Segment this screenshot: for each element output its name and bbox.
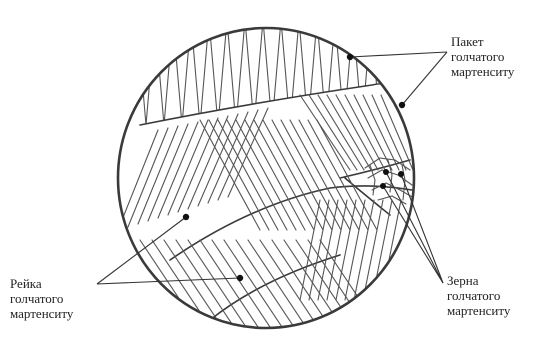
- packet-hatch-line: [272, 20, 281, 125]
- lath-line: [208, 112, 248, 203]
- lath-line: [263, 120, 323, 230]
- packet-hatch-line: [164, 20, 173, 125]
- packet-hatch-line: [407, 20, 416, 125]
- packet-hatch-line: [398, 20, 407, 125]
- label-lath-line-3: мартенситу: [10, 306, 73, 321]
- lath-line: [327, 200, 347, 300]
- lath-line: [236, 120, 296, 230]
- lath-line: [164, 240, 224, 330]
- lath-line: [284, 240, 344, 330]
- lath-line: [318, 200, 338, 300]
- packet-hatch-line: [344, 20, 353, 125]
- marker-packet-2: [399, 102, 405, 108]
- label-martensite-grains: Зерна голчатого мартенситу: [447, 273, 510, 318]
- lath-line: [272, 120, 332, 230]
- lath-line: [188, 240, 248, 330]
- lath-line: [188, 116, 228, 209]
- packet-hatch-line: [146, 20, 155, 125]
- lath-line: [168, 120, 208, 215]
- lath-line: [248, 240, 308, 330]
- packet-hatch-line: [200, 20, 209, 125]
- label-packet-line-3: мартенситу: [451, 64, 514, 79]
- packet-hatch-line: [191, 20, 200, 125]
- lath-line: [224, 240, 284, 330]
- packet-hatch-line: [416, 20, 425, 125]
- grain-outline: [118, 28, 414, 328]
- label-lath-line-1: Рейка: [10, 276, 73, 291]
- label-packet-line-2: голчатого: [451, 49, 514, 64]
- lath-line: [281, 120, 341, 230]
- marker-lath-2: [237, 275, 243, 281]
- lath-line: [128, 128, 168, 227]
- packet-hatch-line: [110, 20, 119, 125]
- lath-line: [138, 126, 178, 224]
- lath-line: [236, 240, 296, 330]
- marker-grain-1: [383, 169, 389, 175]
- lath-line: [381, 200, 401, 300]
- packet-hatch-line: [173, 20, 182, 125]
- lath-line: [363, 95, 399, 170]
- label-grains-line-2: голчатого: [447, 288, 510, 303]
- lath-line: [336, 200, 356, 300]
- packet-hatch-line: [236, 20, 245, 125]
- packet-hatch-line: [299, 20, 308, 125]
- martensite-laths: [118, 95, 413, 330]
- marker-grain-3: [380, 183, 386, 189]
- packet-hatch-line: [245, 20, 254, 125]
- packet-hatch-line: [119, 20, 128, 125]
- lath-line: [254, 120, 314, 230]
- lath-line: [212, 240, 272, 330]
- lath-line: [200, 120, 260, 230]
- marker-packet-1: [347, 54, 353, 60]
- lath-line: [363, 200, 383, 300]
- label-lath-line-2: голчатого: [10, 291, 73, 306]
- packet-hatch-line: [335, 20, 344, 125]
- lath-line: [118, 130, 158, 230]
- grain-interior: [110, 20, 434, 330]
- marker-lath-1: [183, 214, 189, 220]
- lath-line: [308, 240, 368, 330]
- label-martensite-lath: Рейка голчатого мартенситу: [10, 276, 73, 321]
- packet-hatch-line: [281, 20, 290, 125]
- packet-hatch-line: [182, 20, 191, 125]
- lath-line: [227, 120, 287, 230]
- packet-hatch-line: [254, 20, 263, 125]
- packet-hatch-line: [290, 20, 299, 125]
- lath-line: [372, 200, 392, 300]
- martensite-packet-top: [110, 20, 434, 125]
- lath-line: [140, 240, 200, 330]
- marker-grain-2: [398, 171, 404, 177]
- lath-line: [209, 120, 269, 230]
- lath-line: [345, 200, 365, 300]
- lath-line: [290, 120, 350, 230]
- lath-line: [260, 240, 320, 330]
- lath-line: [218, 120, 278, 230]
- label-grains-line-1: Зерна: [447, 273, 510, 288]
- packet-hatch-line: [137, 20, 146, 125]
- lath-line: [158, 122, 198, 218]
- lath-line: [178, 118, 218, 212]
- label-martensite-packet: Пакет голчатого мартенситу: [451, 34, 514, 79]
- label-packet-line-1: Пакет: [451, 34, 514, 49]
- packet-hatch-line: [227, 20, 236, 125]
- label-grains-line-3: мартенситу: [447, 303, 510, 318]
